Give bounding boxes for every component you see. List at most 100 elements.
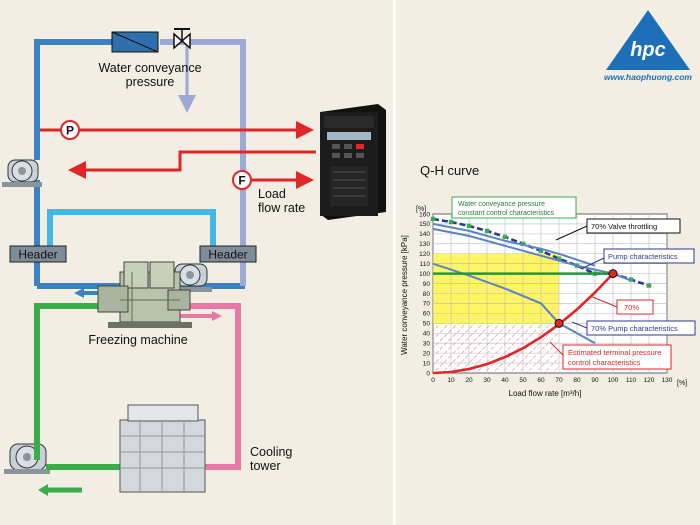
x-tick-label: 30 bbox=[483, 377, 491, 384]
y-tick-label: 130 bbox=[419, 241, 430, 248]
y-tick-label: 150 bbox=[419, 221, 430, 228]
x-tick-label: 60 bbox=[537, 377, 545, 384]
y-tick-label: 50 bbox=[423, 321, 431, 328]
annotation-constant-line-1: Water conveyance pressure bbox=[458, 201, 545, 208]
x-tick-label: 50 bbox=[519, 377, 527, 384]
cooling-tower-label-2: tower bbox=[250, 459, 281, 473]
x-tick-label: 80 bbox=[573, 377, 581, 384]
green-arrow-head bbox=[38, 484, 48, 496]
header-left bbox=[9, 245, 67, 263]
blue-pipe-top bbox=[34, 39, 112, 160]
panel-divider bbox=[393, 0, 396, 525]
series-marker bbox=[430, 216, 436, 222]
series-marker bbox=[502, 234, 508, 240]
y-tick-label: 90 bbox=[423, 281, 431, 288]
annotation-terminal-box bbox=[562, 344, 672, 370]
y-tick-label: 30 bbox=[423, 340, 431, 347]
annotation-terminal-leader bbox=[549, 341, 564, 356]
water-pressure-label-2: pressure bbox=[126, 75, 175, 89]
pump-icon bbox=[2, 159, 42, 187]
freezing-machine-label: Freezing machine bbox=[88, 333, 187, 347]
x-unit-label: [%] bbox=[677, 380, 687, 387]
y-tick-label: 40 bbox=[423, 331, 431, 338]
hydronic-diagram: Header Header Water conveyance pressure … bbox=[2, 28, 386, 496]
y-tick-label: 10 bbox=[423, 360, 431, 367]
y-unit-label: [%] bbox=[416, 206, 426, 213]
operating-point bbox=[554, 318, 564, 328]
logo-url: www.haophuong.com bbox=[604, 72, 692, 82]
y-axis-label: Water conveyance pressure [kPa] bbox=[400, 235, 409, 355]
inverter-drive-icon bbox=[320, 104, 386, 220]
annotation-pump-leader bbox=[582, 257, 605, 269]
water-pressure-label-1: Water conveyance bbox=[98, 61, 201, 75]
series-marker bbox=[538, 248, 544, 253]
annotation-constant-line-2: constant control characteristics bbox=[458, 210, 555, 217]
annotation-pump-box bbox=[603, 248, 695, 264]
series-marker bbox=[646, 283, 652, 288]
x-tick-label: 100 bbox=[608, 377, 619, 384]
annotation-constant-box bbox=[451, 196, 577, 219]
cyan-pipe bbox=[47, 209, 216, 250]
x-tick-label: 10 bbox=[447, 377, 455, 384]
x-tick-label: 0 bbox=[431, 377, 435, 384]
series-line bbox=[432, 222, 596, 267]
logo-text: hpc bbox=[630, 39, 666, 61]
x-tick-label: 130 bbox=[662, 377, 673, 384]
load-flow-label-2: flow rate bbox=[258, 201, 305, 215]
y-tick-label: 100 bbox=[419, 271, 430, 278]
x-tick-label: 120 bbox=[644, 377, 655, 384]
series-line bbox=[432, 262, 596, 345]
x-tick-label: 40 bbox=[501, 377, 509, 384]
series-marker bbox=[466, 223, 472, 229]
annotation-terminal-line-1: Estimated terminal pressure bbox=[568, 348, 661, 357]
annotation-pump: Pump characteristics bbox=[608, 252, 678, 261]
pink-arrow-head bbox=[212, 311, 222, 321]
annotation-pump70: 70% Pump characteristics bbox=[591, 324, 678, 333]
x-axis-label: Load flow rate [m³/h] bbox=[509, 389, 582, 398]
x-tick-label: 90 bbox=[591, 377, 599, 384]
x-tick-label: 110 bbox=[626, 377, 637, 384]
series-marker bbox=[556, 256, 562, 261]
blue-arrow-head bbox=[74, 288, 84, 298]
y-tick-label: 60 bbox=[423, 311, 431, 318]
header-right-label: Header bbox=[208, 248, 247, 262]
f-label: F bbox=[238, 174, 245, 188]
logo-triangle bbox=[606, 10, 690, 70]
series-marker bbox=[448, 219, 454, 225]
control-output-line bbox=[68, 150, 316, 179]
series-marker bbox=[484, 228, 490, 234]
annotation-terminal-line-2: control characteristics bbox=[568, 358, 641, 367]
flow-meter-f bbox=[232, 170, 252, 190]
y-tick-label: 110 bbox=[420, 261, 431, 268]
annotation-70pct: 70% bbox=[624, 303, 639, 312]
pump-icon bbox=[4, 443, 50, 474]
y-tick-label: 160 bbox=[419, 211, 430, 218]
y-tick-label: 0 bbox=[426, 370, 430, 377]
pressure-gauge-p bbox=[60, 120, 80, 140]
y-tick-label: 70 bbox=[423, 301, 431, 308]
y-tick-label: 80 bbox=[423, 291, 431, 298]
annotation-70pct-leader bbox=[589, 295, 618, 308]
operating-point bbox=[608, 269, 618, 279]
load-flow-label-1: Load bbox=[258, 187, 286, 201]
y-tick-label: 140 bbox=[419, 231, 430, 238]
valve-icon bbox=[173, 28, 191, 50]
hatched-region bbox=[433, 323, 559, 373]
pink-pipe bbox=[175, 303, 241, 470]
x-tick-label: 70 bbox=[555, 377, 563, 384]
y-tick-label: 20 bbox=[423, 350, 431, 357]
annotation-valve: 70% Valve throttling bbox=[591, 222, 657, 231]
company-logo: hpc www.haophuong.com bbox=[604, 10, 692, 82]
x-tick-label: 20 bbox=[465, 377, 473, 384]
cooling-tower-icon bbox=[119, 404, 206, 493]
y-tick-label: 120 bbox=[419, 251, 430, 258]
energy-saving-region bbox=[433, 253, 559, 324]
annotation-valve-leader bbox=[555, 225, 588, 241]
p-label: P bbox=[66, 124, 74, 138]
series-line bbox=[432, 272, 614, 375]
pressure-sensor-diagonal bbox=[111, 31, 159, 53]
header-right bbox=[199, 245, 257, 263]
